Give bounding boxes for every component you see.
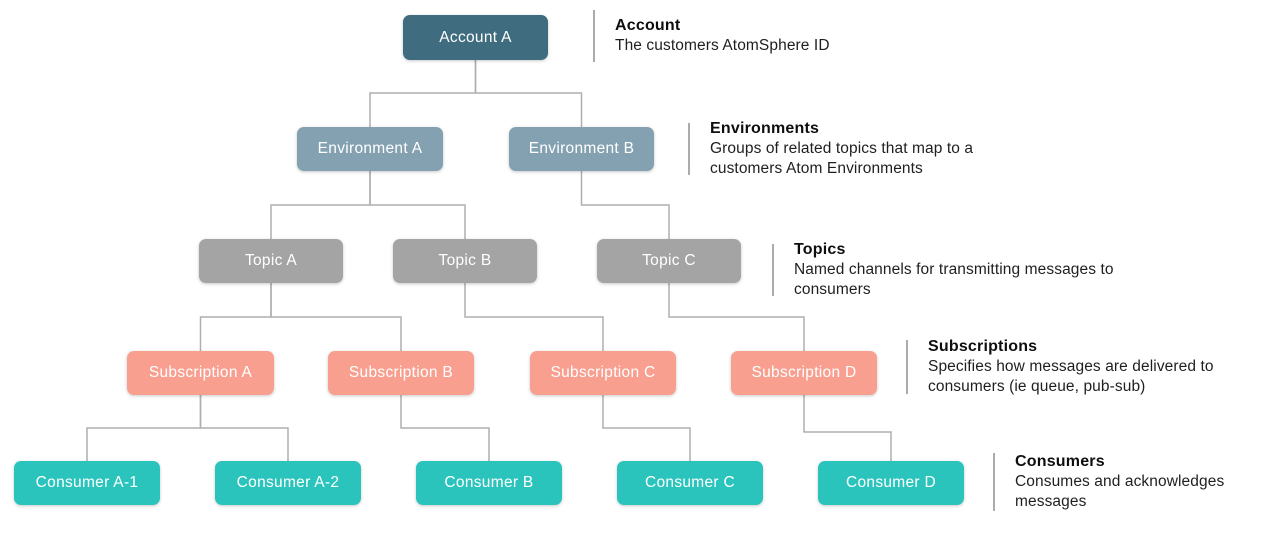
annotation-divider [688,123,690,175]
node-subscription-d: Subscription D [731,351,877,395]
node-environment-a: Environment A [297,127,443,171]
node-consumer-b: Consumer B [416,461,562,505]
edge-topic-a-to-subscription-b [270,283,402,351]
edge-subscription-c-to-consumer-c [602,395,691,461]
annotation-divider [993,453,995,511]
node-subscription-b: Subscription B [328,351,474,395]
node-consumer-a-1: Consumer A-1 [14,461,160,505]
node-consumer-a-2: Consumer A-2 [215,461,361,505]
annotation-heading: Environments [710,120,820,137]
node-subscription-a: Subscription A [127,351,274,395]
annotation-divider [772,244,774,296]
edge-topic-b-to-subscription-c [464,283,604,351]
edge-subscription-b-to-consumer-b [400,395,490,461]
node-topic-c: Topic C [597,239,741,283]
edge-subscription-a-to-consumer-a-1 [86,395,202,461]
annotation-heading: Account [615,17,681,34]
edge-environment-a-to-topic-a [270,171,371,239]
annotation-body: Groups of related topics that map to a c… [710,140,974,177]
edge-account-a-to-environment-a [369,60,477,127]
annotation-heading: Topics [794,241,846,258]
annotation-divider [906,340,908,394]
edge-topic-a-to-subscription-a [199,283,272,351]
annotation-divider [593,10,595,62]
node-topic-a: Topic A [199,239,343,283]
node-consumer-c: Consumer C [617,461,763,505]
annotation-heading: Consumers [1015,453,1105,470]
node-topic-b: Topic B [393,239,537,283]
edge-account-a-to-environment-b [474,60,583,127]
edge-subscription-a-to-consumer-a-2 [199,395,289,461]
annotation-body: The customers AtomSphere ID [615,37,830,54]
node-subscription-c: Subscription C [530,351,676,395]
edge-environment-a-to-topic-b [369,171,466,239]
edge-environment-b-to-topic-c [580,171,670,239]
annotation-body: Named channels for transmitting messages… [794,261,1114,298]
annotation-heading: Subscriptions [928,338,1038,355]
annotation-body: Consumes and acknowledges messages [1015,473,1225,510]
node-environment-b: Environment B [509,127,654,171]
node-consumer-d: Consumer D [818,461,964,505]
node-account-a: Account A [403,15,548,60]
annotation-body: Specifies how messages are delivered to … [928,358,1214,395]
edge-subscription-d-to-consumer-d [803,395,892,461]
